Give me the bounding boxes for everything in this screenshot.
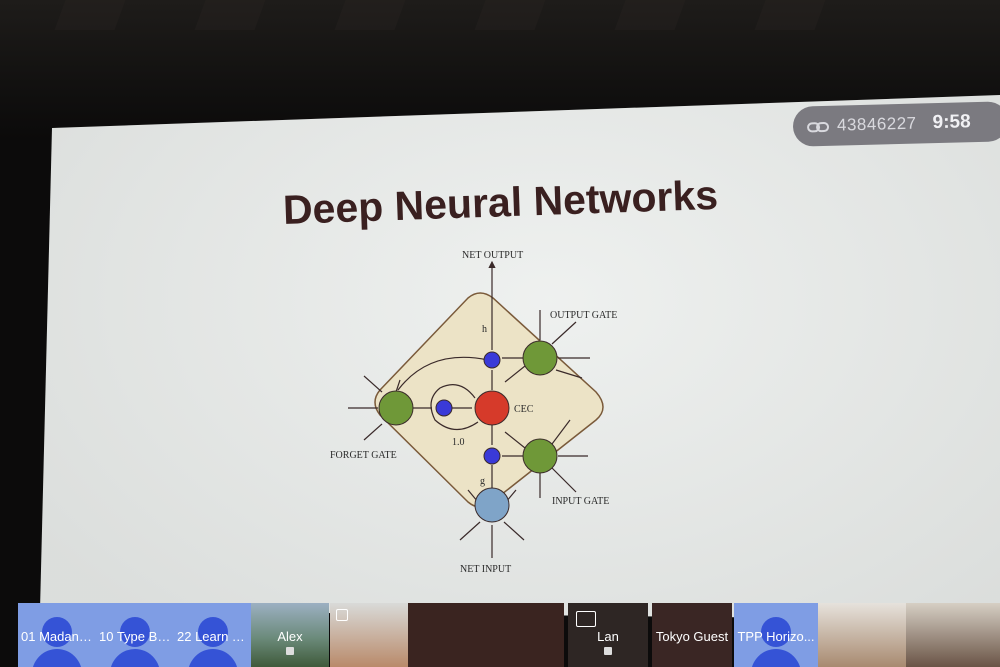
ceiling-slat [754, 0, 826, 30]
participant-tile[interactable]: Tokyo Guest [652, 603, 732, 667]
lstm-diagram: NET OUTPUT OUTPUT GATE h CEC 1.0 FORGET … [320, 240, 640, 580]
participant-tile[interactable]: Lan [568, 603, 648, 667]
camera-off-icon [604, 647, 612, 655]
avatar [120, 617, 150, 647]
participant-name: 10 Type Bo... [99, 629, 174, 644]
camera-off-icon [286, 647, 294, 655]
input-gate-node [522, 438, 558, 474]
avatar [32, 649, 82, 667]
share-icon [336, 609, 348, 621]
ceiling-slat [54, 0, 126, 30]
avatar [188, 649, 238, 667]
label-output-gate: OUTPUT GATE [550, 310, 617, 321]
avatar [198, 617, 228, 647]
avatar [761, 617, 791, 647]
label-forget-gate: FORGET GATE [330, 450, 397, 461]
forget-gate-node [378, 390, 414, 426]
multiplier-node-left [435, 399, 453, 417]
avatar [751, 649, 801, 667]
participant-tile[interactable]: TPP Horizo... [734, 603, 818, 667]
participant-tile[interactable]: 10 Type Bo... [96, 603, 174, 667]
label-h: h [482, 324, 487, 335]
ceiling-slat [194, 0, 266, 30]
participant-name: TPP Horizo... [737, 629, 815, 644]
participant-strip: 01 Madang... 10 Type Bo... 22 Learn T...… [0, 603, 1000, 667]
session-info-pill[interactable]: 43846227 9:58 [792, 101, 1000, 147]
label-net-output: NET OUTPUT [462, 250, 523, 261]
ceiling-slat [614, 0, 686, 30]
clock: 9:58 [932, 111, 971, 134]
avatar [110, 649, 160, 667]
avatar [42, 617, 72, 647]
participant-name: 01 Madang... [21, 629, 96, 644]
link-icon [807, 119, 830, 134]
screen-share-icon [576, 611, 596, 627]
label-g: g [480, 476, 485, 487]
participant-tile[interactable]: 22 Learn T... [174, 603, 251, 667]
participant-tile-screen-share[interactable] [330, 603, 408, 667]
participant-tile[interactable] [818, 603, 906, 667]
label-cec: CEC [514, 404, 534, 415]
multiplier-node-bottom [483, 447, 501, 465]
label-input-gate: INPUT GATE [552, 496, 609, 507]
participant-name: 22 Learn T... [177, 629, 250, 644]
participant-name: Lan [597, 629, 619, 644]
net-input-node [474, 487, 510, 523]
label-net-input: NET INPUT [460, 564, 511, 575]
participant-name: Tokyo Guest [655, 629, 729, 644]
ceiling-slat [474, 0, 546, 30]
participant-name: Alex [277, 629, 303, 644]
participant-tile[interactable]: Alex [251, 603, 329, 667]
label-weight: 1.0 [452, 437, 465, 448]
participant-tile[interactable] [906, 603, 1000, 667]
output-gate-node [522, 340, 558, 376]
multiplier-node-top [483, 351, 501, 369]
participant-tile[interactable] [408, 603, 564, 667]
ceiling-slat [334, 0, 406, 30]
meeting-id: 43846227 [836, 113, 917, 135]
participant-tile[interactable]: 01 Madang... [18, 603, 96, 667]
cec-node [474, 390, 510, 426]
